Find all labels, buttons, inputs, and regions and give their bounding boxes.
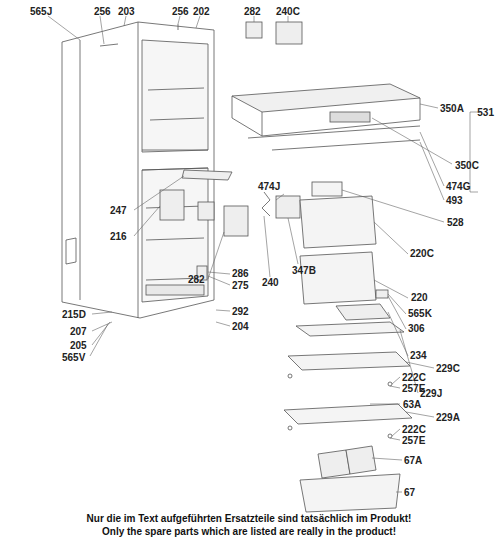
- callout-number: 256: [172, 6, 189, 17]
- callout-number: 205: [70, 340, 87, 351]
- callout-number: 275: [232, 280, 249, 291]
- callout-number: 257E: [402, 435, 425, 446]
- callout-number: 256: [94, 6, 111, 17]
- callout-number: 67A: [404, 455, 422, 466]
- callout-number: 474J: [258, 181, 280, 192]
- callout-number: 528: [447, 217, 464, 228]
- callout-number: 292: [232, 306, 249, 317]
- footer-note: Nur die im Text aufgeführten Ersatzteile…: [0, 513, 498, 525]
- callout-number: 220C: [410, 248, 434, 259]
- callout-number: 282: [188, 274, 205, 285]
- callout-number: 234: [410, 350, 427, 361]
- callout-number: 67: [404, 487, 415, 498]
- callout-number: 215D: [62, 309, 86, 320]
- callout-number: 493: [446, 195, 463, 206]
- callout-number: 282: [244, 6, 261, 17]
- callout-number: 202: [193, 6, 210, 17]
- callout-number: 229C: [436, 363, 460, 374]
- callout-number: 220: [411, 292, 428, 303]
- callout-number: 306: [408, 323, 425, 334]
- callout-number: 565K: [408, 308, 432, 319]
- callout-number: 565V: [62, 352, 85, 363]
- callout-number: 240C: [276, 6, 300, 17]
- callout-number: 286: [232, 268, 249, 279]
- callout-number: 257E: [402, 383, 425, 394]
- callout-number: 204: [232, 321, 249, 332]
- callout-number: 474G: [446, 181, 470, 192]
- callout-number: 247: [110, 205, 127, 216]
- callout-number: 222C: [402, 424, 426, 435]
- callout-number: 63A: [403, 399, 421, 410]
- callout-number: 531: [477, 107, 494, 118]
- callout-number: 229A: [436, 412, 460, 423]
- callout-number: 207: [70, 326, 87, 337]
- callout-number: 216: [110, 231, 127, 242]
- callout-number: 350C: [455, 160, 479, 171]
- callout-number: 347B: [292, 265, 316, 276]
- callout-number: 203: [118, 6, 135, 17]
- callout-number: 240: [262, 277, 279, 288]
- callout-number: 565J: [30, 6, 52, 17]
- callout-number: 222C: [402, 372, 426, 383]
- footer-note: Only the spare parts which are listed ar…: [0, 526, 498, 537]
- callout-number: 350A: [440, 103, 464, 114]
